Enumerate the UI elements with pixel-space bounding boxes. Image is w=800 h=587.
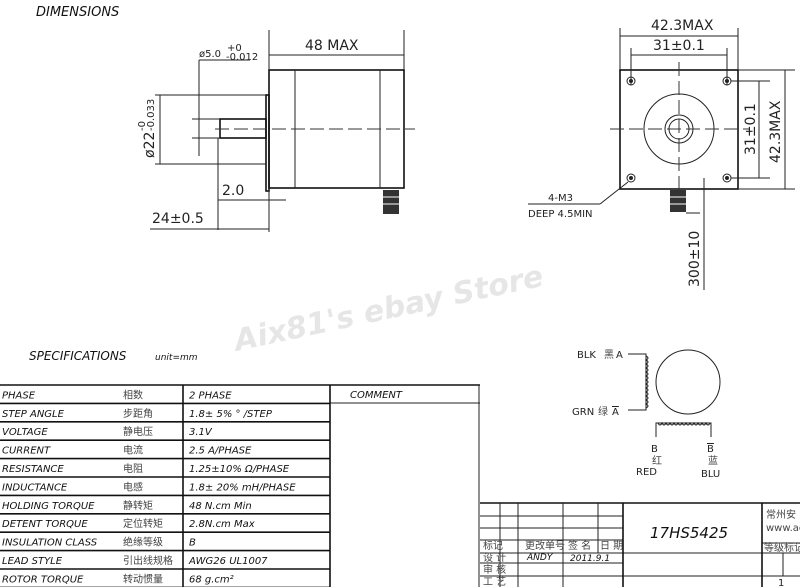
spec-label: CURRENT <box>2 446 51 457</box>
wire-abar-cn: 绿 <box>598 405 608 418</box>
wire-bbar-color: BLU <box>701 469 720 480</box>
title-block: 17HS5425 常州安 www.ac 等级标记 1 标记 更改单号 签 名 日… <box>480 502 800 587</box>
spec-label: DETENT TORQUE <box>2 519 88 530</box>
spec-value: 3.1V <box>189 427 213 438</box>
company-website: www.ac <box>766 523 800 534</box>
mounting-holes: 4-M3 <box>548 193 573 204</box>
spec-row: VOLTAGE 静电压 3.1V <box>0 425 330 442</box>
designer-label: 设 计 <box>483 551 506 564</box>
spec-row: CURRENT 电流 2.5 A/PHASE <box>0 444 330 460</box>
spec-label: ROTOR TORQUE <box>2 574 84 585</box>
model-number: 17HS5425 <box>650 524 728 542</box>
wire-b-cn: 红 <box>652 454 662 467</box>
spec-label-cn: 静电压 <box>123 425 153 438</box>
boss-tolerance-lower: -0.033 <box>146 99 157 131</box>
spec-value: 48 N.cm Min <box>189 501 252 512</box>
spec-value: 1.8± 5% ° /STEP <box>189 409 273 420</box>
shaft-tolerance-lower: -0.012 <box>226 52 258 63</box>
spec-label-cn: 绝缘等级 <box>123 536 163 549</box>
shaft-tolerance-upper: +0 <box>227 43 242 54</box>
designer-name: ANDY <box>526 553 554 563</box>
spec-label-cn: 静转矩 <box>123 499 153 512</box>
front-height: 42.3MAX <box>768 100 784 163</box>
spec-label: INDUCTANCE <box>2 482 68 493</box>
boss-diameter: ø22 <box>142 132 158 158</box>
spec-value: 1.8± 20% mH/PHASE <box>189 482 296 493</box>
review-label: 审 核 <box>483 563 506 576</box>
shaft-diameter: ø5.0 <box>199 49 221 60</box>
spec-value: B <box>189 538 196 549</box>
wire-a-pin: A <box>616 350 623 361</box>
wire-bbar-cn: 蓝 <box>708 455 718 467</box>
mark-label: 标记 <box>483 540 503 552</box>
spec-value: 68 g.cm² <box>189 574 234 585</box>
wire-abar-pin: A <box>612 407 619 418</box>
hole-depth: DEEP 4.5MIN <box>528 209 593 220</box>
front-width: 42.3MAX <box>651 18 714 34</box>
spec-label: PHASE <box>2 390 36 401</box>
spec-value: 2 PHASE <box>189 390 232 401</box>
unit-label: unit=mm <box>155 353 198 363</box>
hole-spacing-vertical: 31±0.1 <box>743 103 759 155</box>
wire-bbar-pin: B <box>707 444 714 455</box>
shaft-length: 24±0.5 <box>152 211 204 227</box>
spec-row: HOLDING TORQUE 静转矩 48 N.cm Min <box>0 499 330 515</box>
side-view: 48 MAX ø5.0 +0 -0.012 ø22 -0 -0.033 2.0 … <box>137 30 415 232</box>
wire-abar-color: GRN <box>572 407 594 418</box>
wire-a-color: BLK <box>577 350 596 361</box>
spec-label: STEP ANGLE <box>2 409 65 420</box>
spec-label: INSULATION CLASS <box>2 538 98 549</box>
spec-label: LEAD STYLE <box>2 556 63 567</box>
wire-b-color: RED <box>636 467 657 478</box>
spec-label-cn: 电感 <box>123 480 143 493</box>
spec-label-cn: 引出线规格 <box>123 554 173 567</box>
change-no-label: 更改单号 <box>525 539 565 552</box>
spec-value: AWG26 UL1007 <box>188 556 268 567</box>
grade-mark-label: 等级标记 <box>764 541 800 554</box>
dimensions-heading: DIMENSIONS <box>36 5 119 20</box>
spec-label-cn: 定位转矩 <box>123 517 163 530</box>
spec-value: 2.5 A/PHASE <box>189 446 252 457</box>
lead-wires <box>383 190 399 214</box>
spec-row: LEAD STYLE 引出线规格 AWG26 UL1007 <box>0 554 330 570</box>
specifications-title: SPECIFICATIONS <box>29 349 127 363</box>
spec-label-cn: 步距角 <box>123 408 153 420</box>
spec-row: STEP ANGLE 步距角 1.8± 5% ° /STEP <box>0 408 330 423</box>
date-label: 日 期 <box>600 540 623 552</box>
spec-value: 1.25±10% Ω/PHASE <box>189 464 290 475</box>
sheet-count: 1 <box>778 578 784 587</box>
comment-header: COMMENT <box>350 390 403 401</box>
length-dimension: 48 MAX <box>305 38 359 54</box>
spec-label: VOLTAGE <box>2 427 48 438</box>
spec-table: COMMENT PHASE 相数 2 PHASE STEP ANGLE 步距角 1.8± … <box>0 384 480 587</box>
lead-length: 300±10 <box>687 231 703 287</box>
spec-value: 2.8N.cm Max <box>189 519 255 530</box>
spec-row: INSULATION CLASS 绝缘等级 B <box>0 536 330 552</box>
company-name: 常州安 <box>766 508 796 521</box>
sign-label: 签 名 <box>568 539 591 552</box>
wire-b-pin: B <box>651 444 658 455</box>
hole-spacing-horizontal: 31±0.1 <box>653 38 705 54</box>
spec-label: RESISTANCE <box>2 464 64 475</box>
design-date: 2011.9.1 <box>570 554 610 564</box>
spec-row: ROTOR TORQUE 转动惯量 68 g.cm² <box>0 572 330 587</box>
spec-label-cn: 电阻 <box>123 462 143 475</box>
spec-row: RESISTANCE 电阻 1.25±10% Ω/PHASE <box>0 462 330 478</box>
wire-a-cn: 黑 <box>604 349 614 361</box>
front-view: 42.3MAX 31±0.1 31±0.1 42.3MAX 4-M3 DEEP … <box>528 18 795 290</box>
spec-label-cn: 相数 <box>123 388 143 401</box>
process-label: 工 艺 <box>483 576 506 587</box>
watermark: Aix81's ebay Store <box>229 259 546 359</box>
spec-label: HOLDING TORQUE <box>2 501 95 512</box>
boss-tolerance-upper: -0 <box>137 121 148 131</box>
spec-row: PHASE 相数 2 PHASE <box>0 388 330 405</box>
spec-row: INDUCTANCE 电感 1.8± 20% mH/PHASE <box>0 480 330 497</box>
boss-height: 2.0 <box>222 183 244 199</box>
spec-row: DETENT TORQUE 定位转矩 2.8N.cm Max <box>0 517 330 534</box>
wiring-diagram: BLK 黑 A GRN 绿 A B 红 RED B 蓝 BLU <box>572 349 721 480</box>
spec-label-cn: 转动惯量 <box>123 572 163 585</box>
spec-label-cn: 电流 <box>123 444 143 457</box>
